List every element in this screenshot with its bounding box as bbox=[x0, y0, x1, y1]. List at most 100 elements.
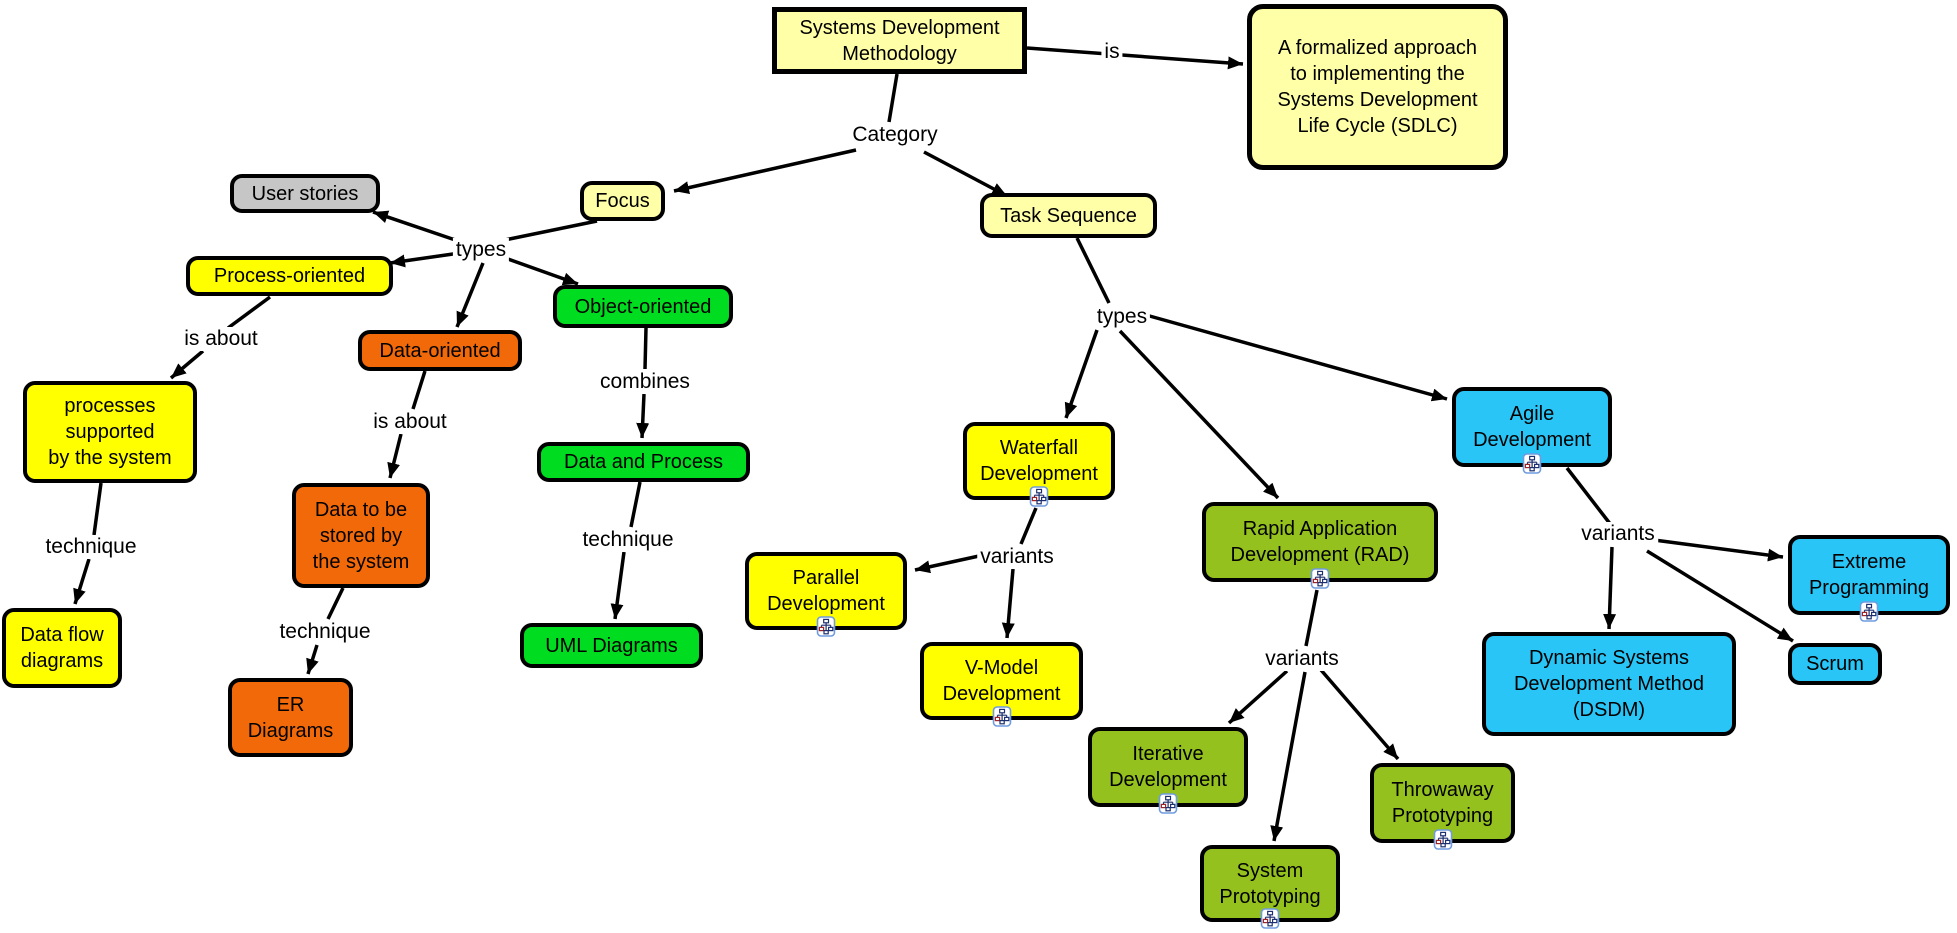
node-label-v-model-development: V-Model Development bbox=[942, 657, 1061, 705]
edge-variants-waterfall-to-v-model-development bbox=[1001, 568, 1015, 639]
link-label-types-right[interactable]: types bbox=[1093, 305, 1151, 329]
node-label-user-stories: User stories bbox=[251, 182, 359, 205]
node-label-er-diagrams: ER Diagrams bbox=[247, 693, 334, 742]
link-label-technique-left[interactable]: technique bbox=[42, 535, 140, 559]
node-label-systems-development-methodology: Systems Development Methodology bbox=[799, 16, 1000, 65]
edge-focus-to-types-left bbox=[494, 219, 598, 244]
edge-process-oriented-to-is-about-left bbox=[226, 295, 272, 330]
submap-icon[interactable] bbox=[1433, 829, 1452, 850]
node-label-waterfall-development: Waterfall Development bbox=[980, 437, 1098, 485]
link-label-technique-right[interactable]: technique bbox=[579, 528, 677, 552]
node-label-focus: Focus bbox=[595, 190, 650, 212]
link-label-category[interactable]: Category bbox=[849, 123, 941, 147]
edge-types-left-to-process-oriented bbox=[389, 251, 461, 268]
node-iterative-development[interactable]: Iterative Development bbox=[1088, 727, 1248, 814]
edge-is-about-middle-to-data-to-be-stored bbox=[387, 433, 403, 479]
node-v-model-development[interactable]: V-Model Development bbox=[920, 642, 1083, 727]
edge-systems-development-methodology-to-category bbox=[887, 73, 899, 123]
edge-object-oriented-to-combines bbox=[643, 327, 648, 370]
node-label-extreme-programming: Extreme Programming bbox=[1808, 551, 1930, 599]
edge-variants-rad-to-iterative-development bbox=[1227, 669, 1289, 725]
edge-types-right-to-agile-development bbox=[1145, 313, 1448, 402]
submap-icon[interactable] bbox=[1310, 568, 1330, 589]
node-label-processes-supported: processes supported by the system bbox=[48, 395, 172, 469]
submap-icon[interactable] bbox=[1859, 601, 1879, 622]
node-label-process-oriented: Process-oriented bbox=[213, 265, 366, 287]
edge-systems-development-methodology-to-sdlc-definition bbox=[1026, 46, 1244, 70]
node-extreme-programming[interactable]: Extreme Programming bbox=[1788, 535, 1950, 622]
submap-icon[interactable] bbox=[1522, 453, 1542, 474]
node-data-flow-diagrams[interactable]: Data flow diagrams bbox=[2, 608, 122, 688]
node-label-rad: Rapid Application Development (RAD) bbox=[1230, 518, 1410, 566]
node-label-sdlc-definition: A formalized approach to implementing th… bbox=[1277, 37, 1478, 137]
node-label-task-sequence: Task Sequence bbox=[1000, 204, 1137, 227]
node-label-data-and-process: Data and Process bbox=[564, 451, 723, 473]
node-uml-diagrams[interactable]: UML Diagrams bbox=[520, 623, 703, 668]
edge-data-oriented-to-is-about-middle bbox=[411, 370, 427, 410]
edge-is-about-left-to-processes-supported bbox=[169, 349, 205, 380]
link-label-variants-waterfall[interactable]: variants bbox=[977, 545, 1057, 569]
node-agile-development[interactable]: Agile Development bbox=[1452, 387, 1612, 474]
edge-variants-agile-to-scrum bbox=[1646, 549, 1794, 643]
node-throwaway-prototyping[interactable]: Throwaway Prototyping bbox=[1370, 763, 1515, 850]
node-parallel-development[interactable]: Parallel Development bbox=[745, 552, 907, 637]
node-process-oriented[interactable]: Process-oriented bbox=[186, 256, 393, 296]
node-systems-development-methodology[interactable]: Systems Development Methodology bbox=[772, 7, 1027, 74]
edge-category-to-focus bbox=[673, 148, 857, 195]
edge-agile-development-to-variants-agile bbox=[1565, 466, 1613, 527]
edge-technique-left-to-data-flow-diagrams bbox=[73, 558, 91, 605]
node-data-oriented[interactable]: Data-oriented bbox=[358, 330, 522, 371]
node-sdlc-definition[interactable]: A formalized approach to implementing th… bbox=[1247, 4, 1508, 170]
node-system-prototyping[interactable]: System Prototyping bbox=[1200, 845, 1340, 929]
edge-variants-waterfall-to-parallel-development bbox=[914, 554, 980, 574]
submap-icon[interactable] bbox=[1158, 793, 1178, 814]
link-label-variants-rad[interactable]: variants bbox=[1262, 647, 1342, 671]
node-label-dsdm: Dynamic Systems Development Method (DSDM… bbox=[1513, 647, 1705, 721]
edge-technique-middle-to-er-diagrams bbox=[306, 644, 319, 675]
link-label-is-about-left[interactable]: is about bbox=[181, 327, 261, 351]
node-waterfall-development[interactable]: Waterfall Development bbox=[963, 422, 1115, 507]
node-scrum[interactable]: Scrum bbox=[1788, 643, 1882, 685]
submap-icon[interactable] bbox=[992, 706, 1011, 727]
link-label-is[interactable]: is bbox=[1101, 40, 1123, 64]
node-data-to-be-stored[interactable]: Data to be stored by the system bbox=[292, 483, 430, 588]
node-data-and-process[interactable]: Data and Process bbox=[537, 442, 750, 482]
node-label-system-prototyping: System Prototyping bbox=[1219, 859, 1321, 908]
node-label-data-oriented: Data-oriented bbox=[379, 339, 501, 362]
node-object-oriented[interactable]: Object-oriented bbox=[553, 285, 733, 328]
edge-processes-supported-to-technique-left bbox=[92, 482, 103, 536]
node-user-stories[interactable]: User stories bbox=[230, 174, 380, 213]
edge-data-and-process-to-technique-right bbox=[629, 481, 642, 528]
node-label-agile-development: Agile Development bbox=[1473, 403, 1591, 451]
link-label-technique-middle[interactable]: technique bbox=[276, 620, 374, 644]
link-label-is-about-middle[interactable]: is about bbox=[370, 410, 450, 434]
link-label-variants-agile[interactable]: variants bbox=[1578, 522, 1658, 546]
edge-types-left-to-data-oriented bbox=[455, 262, 485, 328]
submap-icon[interactable] bbox=[816, 616, 836, 637]
node-task-sequence[interactable]: Task Sequence bbox=[980, 193, 1157, 238]
node-label-object-oriented: Object-oriented bbox=[574, 295, 712, 318]
node-er-diagrams[interactable]: ER Diagrams bbox=[228, 678, 353, 757]
edge-task-sequence-to-types-right bbox=[1075, 237, 1111, 304]
edge-rad-to-variants-rad bbox=[1304, 589, 1319, 647]
node-label-data-flow-diagrams: Data flow diagrams bbox=[20, 624, 104, 672]
link-label-types-left[interactable]: types bbox=[452, 238, 510, 262]
submap-icon[interactable] bbox=[1029, 486, 1049, 507]
edge-types-right-to-waterfall-development bbox=[1064, 329, 1099, 419]
edge-category-to-task-sequence bbox=[923, 150, 1008, 198]
node-label-data-to-be-stored: Data to be stored by the system bbox=[312, 498, 410, 573]
node-processes-supported[interactable]: processes supported by the system bbox=[23, 381, 197, 483]
link-label-combines[interactable]: combines bbox=[597, 370, 693, 394]
edge-data-to-be-stored-to-technique-middle bbox=[326, 587, 345, 620]
edge-variants-agile-to-dsdm bbox=[1603, 546, 1617, 630]
edge-waterfall-development-to-variants-waterfall bbox=[1019, 507, 1038, 545]
node-dsdm[interactable]: Dynamic Systems Development Method (DSDM… bbox=[1482, 632, 1736, 736]
edge-variants-agile-to-extreme-programming bbox=[1653, 538, 1784, 562]
node-label-scrum: Scrum bbox=[1806, 653, 1864, 675]
submap-icon[interactable] bbox=[1260, 908, 1280, 929]
node-rad[interactable]: Rapid Application Development (RAD) bbox=[1202, 502, 1438, 589]
node-label-throwaway-prototyping: Throwaway Prototyping bbox=[1391, 779, 1494, 827]
edge-types-left-to-object-oriented bbox=[507, 257, 579, 286]
node-focus[interactable]: Focus bbox=[580, 181, 665, 221]
